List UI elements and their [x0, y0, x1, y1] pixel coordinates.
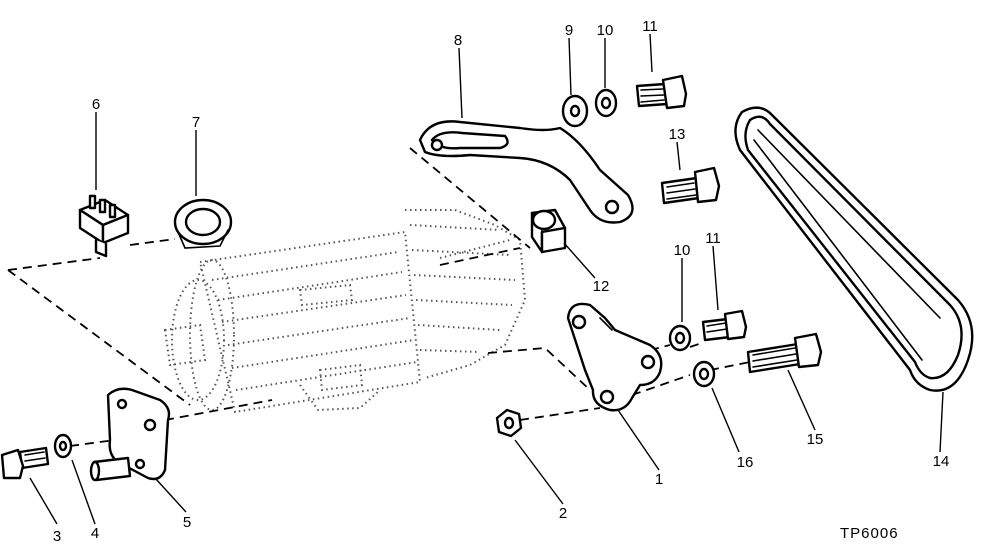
- callout-4: 4: [91, 525, 99, 542]
- callout-10-top: 10: [597, 22, 614, 39]
- callout-9: 9: [565, 22, 573, 39]
- callout-6: 6: [92, 96, 100, 113]
- nut-part2: [495, 408, 523, 438]
- adjusting-strap-part8: [418, 120, 634, 224]
- callout-1: 1: [655, 471, 663, 488]
- clamp-ring-part7: [173, 198, 233, 249]
- bolt-part3: [0, 446, 50, 480]
- lock-washer-part10-lower: [668, 324, 692, 352]
- callout-10-lower: 10: [674, 242, 691, 259]
- callout-11-lower: 11: [705, 230, 721, 247]
- washer-part4: [53, 433, 73, 459]
- washer-part9: [561, 94, 589, 128]
- callout-8: 8: [454, 32, 462, 49]
- callout-5: 5: [183, 514, 191, 531]
- bolt-part11-lower: [701, 309, 748, 342]
- callout-11-top: 11: [642, 18, 658, 35]
- bolt-part11-top: [635, 74, 688, 110]
- callout-3: 3: [53, 528, 61, 544]
- callout-2: 2: [559, 505, 567, 522]
- callout-13: 13: [669, 126, 686, 143]
- lock-washer-part16: [692, 360, 716, 388]
- lock-washer-part10-top: [594, 88, 618, 118]
- bolt-part15: [746, 332, 823, 374]
- callout-7: 7: [192, 114, 200, 131]
- alternator-phantom: [163, 209, 527, 414]
- callout-labels: 1 2 3 4 5 6 7 8 9 10 11 13 12 10 11 14 1…: [53, 18, 950, 544]
- figure-reference-code: TP6006: [840, 525, 899, 542]
- callout-15: 15: [807, 431, 824, 448]
- callout-14: 14: [933, 453, 950, 470]
- mounting-plate-part5: [89, 387, 171, 482]
- callout-16: 16: [737, 454, 754, 471]
- v-belt-part14: [734, 106, 974, 392]
- switch-block-part6: [78, 194, 130, 258]
- callout-12: 12: [593, 278, 610, 295]
- bolt-part13: [660, 166, 721, 205]
- mounting-bracket-part1: [566, 302, 663, 412]
- leader-lines: [29, 33, 944, 525]
- spacer-part12: [530, 208, 567, 254]
